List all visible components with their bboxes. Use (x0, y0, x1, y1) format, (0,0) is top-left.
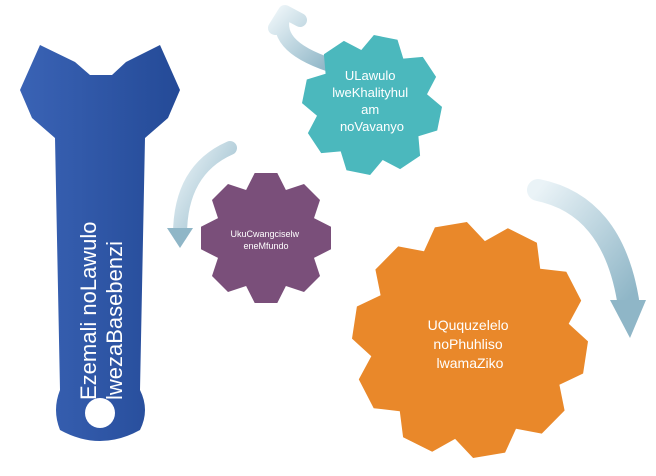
wrench-shape (20, 45, 180, 441)
teal-gear-shape (302, 35, 442, 175)
gear-teal-label-line-3: am (361, 102, 379, 117)
gear-purple (201, 173, 331, 303)
gear-teal-label: ULawulo lweKhalityhul am noVavanyo (332, 68, 412, 134)
gear-orange-label-line-3: lwamaZiko (437, 355, 504, 371)
gear-teal-label-line-2: lweKhalityhul (332, 85, 408, 100)
wrench-label-line-2: lwezaBasebenzi (102, 241, 127, 400)
arrow-top (268, 5, 337, 72)
arrow-left (173, 141, 237, 242)
purple-gear-shape (201, 173, 331, 303)
gear-orange (352, 222, 588, 458)
arrow-left-head (167, 228, 193, 248)
gear-orange-label: UQuquzelelo noPhuhliso lwamaZiko (428, 317, 513, 371)
orange-gear-shape (352, 222, 588, 458)
gear-purple-label-line-1: UkuCwangciselw (230, 229, 299, 239)
gear-purple-label-line-2: eneMfundo (243, 241, 288, 251)
gear-orange-label-line-2: noPhuhliso (433, 336, 502, 352)
wrench-hole (85, 398, 115, 428)
wrench-icon: Ezemali noLawulo lwezaBasebenzi (20, 45, 180, 441)
wrench-label: Ezemali noLawulo lwezaBasebenzi (76, 215, 127, 400)
gear-purple-label: UkuCwangciselw eneMfundo (230, 229, 301, 251)
gear-orange-label-line-1: UQuquzelelo (428, 317, 509, 333)
gear-teal-label-line-1: ULawulo (345, 68, 396, 83)
wrench-label-line-1: Ezemali noLawulo (76, 221, 101, 400)
cycle-arrows (167, 5, 646, 338)
gear-teal (302, 35, 442, 175)
arrow-right-head (610, 300, 646, 338)
arrow-right (527, 179, 639, 311)
gear-teal-label-line-4: noVavanyo (340, 119, 404, 134)
